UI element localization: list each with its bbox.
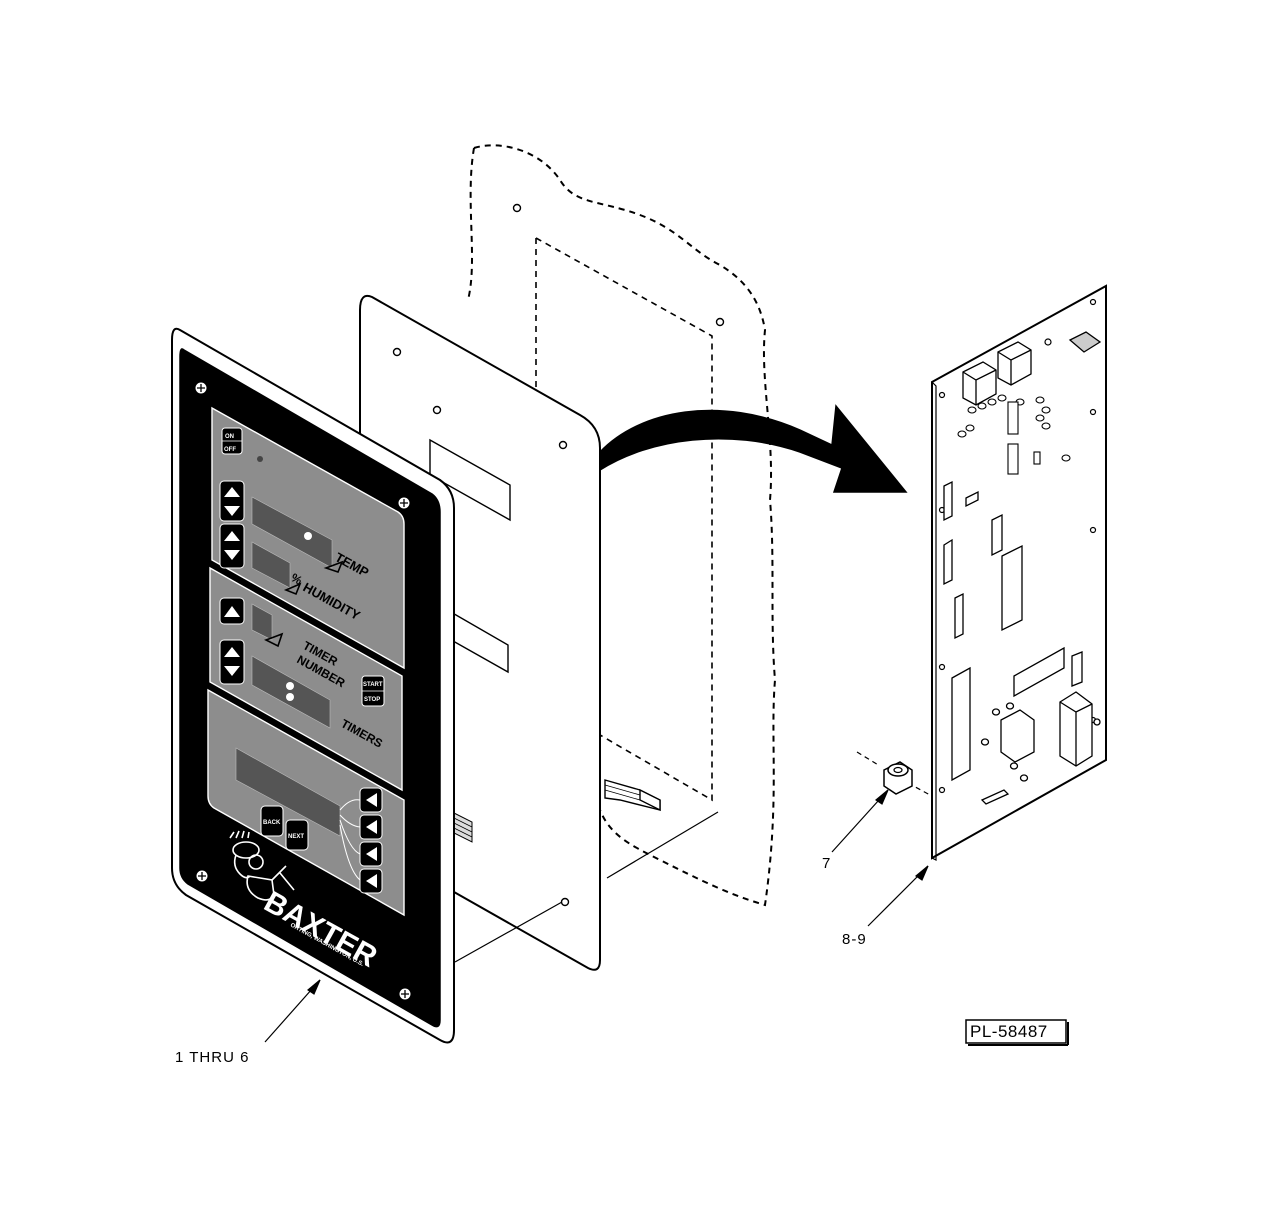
timer-number-up-down-buttons[interactable] bbox=[219, 639, 245, 685]
temp-actual-up-down-buttons[interactable] bbox=[219, 523, 245, 569]
timer-number-display bbox=[251, 603, 273, 641]
start-stop-button[interactable]: START STOP bbox=[361, 675, 385, 707]
screw-bottom-right bbox=[398, 987, 412, 1001]
timer-up-button[interactable] bbox=[219, 597, 245, 625]
back-label: BACK bbox=[263, 820, 281, 826]
callout-panel-assembly: 1 THRU 6 bbox=[175, 1049, 249, 1066]
temp-display bbox=[251, 496, 333, 569]
timer-time-display bbox=[251, 655, 331, 729]
screw-bottom-left bbox=[195, 869, 209, 883]
small-components bbox=[957, 394, 1071, 475]
wall-cutout-outline bbox=[467, 144, 777, 907]
transfer-arrow bbox=[599, 404, 908, 493]
callout-circuit-board: 8-9 bbox=[842, 931, 867, 948]
ic-chips bbox=[943, 480, 1101, 805]
on-off-button[interactable]: ON OFF bbox=[221, 427, 243, 455]
drawing-number-box: PL-58487 bbox=[965, 1019, 1069, 1046]
control-panel: ON OFF TEMP % HUMIDITY bbox=[171, 327, 455, 1044]
screw-top-right bbox=[397, 496, 411, 510]
drawing-number: PL-58487 bbox=[970, 1022, 1048, 1041]
next-button[interactable]: NEXT bbox=[285, 819, 309, 851]
temp-setpoint-up-down-buttons[interactable] bbox=[219, 480, 245, 522]
on-label: ON bbox=[225, 434, 234, 440]
off-label: OFF bbox=[224, 447, 236, 453]
circuit-board bbox=[931, 284, 1107, 861]
back-button[interactable]: BACK bbox=[260, 805, 284, 837]
relay-components bbox=[962, 331, 1102, 406]
screw-top-left bbox=[194, 381, 208, 395]
callout-spacer: 7 bbox=[822, 855, 831, 872]
next-label: NEXT bbox=[288, 834, 304, 840]
start-label: START bbox=[363, 682, 383, 688]
callout-leaders bbox=[264, 789, 929, 1043]
baker-chef-logo bbox=[229, 830, 295, 901]
timer-select-buttons[interactable] bbox=[339, 787, 383, 894]
timers-display bbox=[235, 747, 341, 837]
power-indicator-led bbox=[257, 456, 263, 462]
ribbon-cable-upper bbox=[604, 779, 661, 812]
standoff-spacer bbox=[883, 761, 913, 795]
stop-label: STOP bbox=[364, 697, 380, 703]
